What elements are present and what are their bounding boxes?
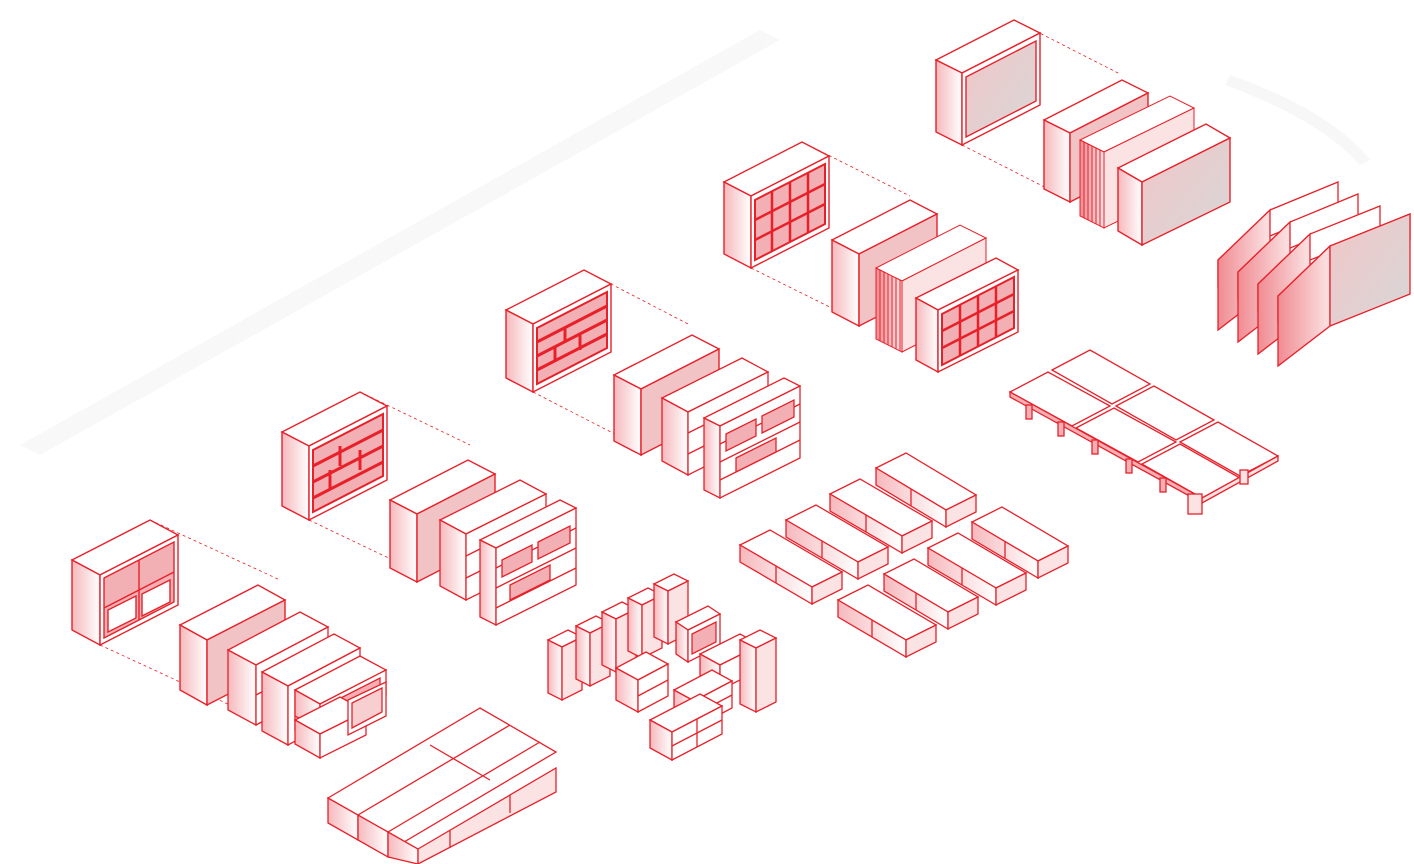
furniture-group-5	[934, 19, 1411, 368]
shelf-staggered-b	[504, 269, 613, 394]
low-box-7	[926, 532, 1028, 607]
ground-shadow	[20, 30, 780, 455]
long-low-boxes	[738, 452, 1070, 659]
stacked-boxes-1	[226, 611, 388, 760]
stacked-shelves-3	[660, 357, 802, 500]
shelf-staggered-a	[280, 391, 389, 522]
vertical-boxes-cluster	[546, 573, 778, 762]
stacked-shelves-2	[438, 479, 578, 627]
modular-table-grid	[1008, 349, 1280, 515]
low-box-1	[738, 529, 844, 606]
furniture-group-1	[70, 519, 558, 864]
folding-screens	[1217, 181, 1411, 368]
furniture-group-4	[722, 141, 1020, 374]
low-box-5	[836, 584, 938, 659]
low-box-4	[874, 452, 978, 529]
cabinet-closed-panel	[934, 19, 1042, 147]
low-box-2	[784, 504, 890, 581]
furniture-group-3	[504, 269, 802, 500]
low-box-8	[970, 506, 1070, 580]
cabinet-grid-2x2	[70, 519, 180, 647]
low-box-6	[882, 558, 980, 631]
low-bench-stack	[326, 707, 558, 864]
closed-panel-exploded	[1116, 123, 1232, 247]
cabinet-grid-3x4-exploded	[914, 257, 1020, 374]
cabinet-grid-3x4	[722, 141, 831, 270]
furniture-group-2	[280, 391, 578, 627]
ground-shadow-right	[1225, 75, 1370, 165]
table-legs	[1025, 404, 1249, 515]
low-box-3	[828, 478, 934, 555]
